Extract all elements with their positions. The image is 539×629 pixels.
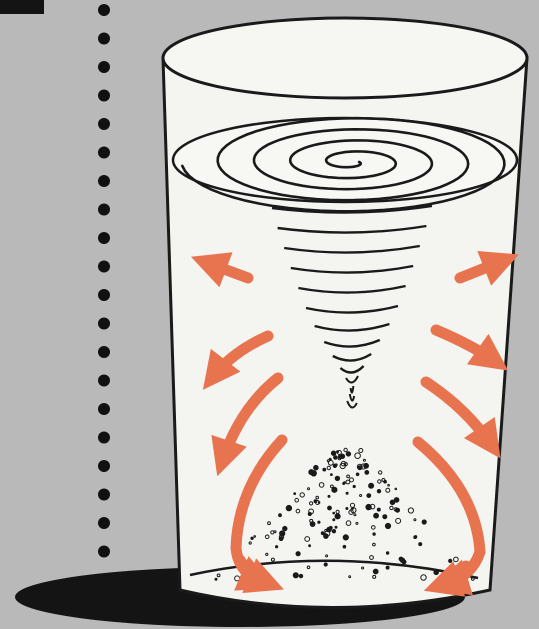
sediment-particle: [434, 570, 439, 575]
sediment-particle: [373, 533, 375, 535]
dot: [98, 61, 110, 73]
sediment-particle: [286, 505, 291, 510]
sediment-particle: [449, 559, 452, 562]
dot: [98, 261, 110, 273]
dot: [98, 432, 110, 444]
sediment-particle: [419, 543, 422, 546]
sediment-particle: [314, 465, 319, 470]
sediment-particle: [296, 552, 300, 556]
sediment-particle: [422, 520, 426, 524]
sediment-particle: [276, 546, 278, 548]
sediment-particle: [251, 537, 253, 539]
dot: [98, 289, 110, 301]
sediment-particle: [386, 552, 388, 554]
sediment-particle: [323, 468, 326, 471]
sediment-particle: [333, 512, 335, 514]
dot: [98, 546, 110, 558]
dot: [98, 489, 110, 501]
sediment-particle: [358, 466, 362, 470]
sediment-particle: [353, 485, 355, 487]
dot: [98, 33, 110, 45]
sediment-particle: [343, 545, 346, 548]
sediment-particle: [369, 483, 374, 488]
sediment-particle: [328, 495, 330, 497]
sediment-particle: [332, 530, 335, 533]
sediment-particle: [309, 470, 314, 475]
sediment-particle: [335, 526, 337, 528]
dot: [98, 147, 110, 159]
sediment-particle: [280, 531, 285, 536]
sediment-particle: [452, 566, 455, 569]
sediment-particle: [331, 451, 335, 455]
sediment-particle: [400, 558, 404, 562]
sediment-particle: [294, 493, 296, 495]
sediment-particle: [377, 508, 380, 511]
sediment-particle: [338, 455, 341, 458]
sediment-particle: [318, 521, 320, 523]
dot: [98, 375, 110, 387]
sediment-particle: [364, 463, 369, 468]
sediment-particle: [321, 532, 324, 535]
glass-rim: [163, 18, 527, 98]
sediment-particle: [332, 487, 337, 492]
sediment-particle: [335, 514, 340, 519]
dot: [98, 318, 110, 330]
sediment-particle: [356, 473, 359, 476]
sediment-particle: [385, 523, 390, 528]
sediment-particle: [293, 573, 298, 578]
dot: [98, 517, 110, 529]
dot: [98, 460, 110, 472]
dot: [98, 118, 110, 130]
sediment-particle: [309, 545, 311, 547]
sediment-particle: [324, 563, 327, 566]
sediment-particle: [335, 476, 339, 480]
sediment-particle: [279, 514, 282, 517]
dot: [98, 232, 110, 244]
sediment-particle: [334, 456, 338, 460]
sediment-particle: [299, 574, 302, 577]
dot: [98, 346, 110, 358]
corner-mark: [0, 0, 44, 14]
sediment-particle: [352, 508, 354, 510]
sediment-particle: [373, 569, 378, 574]
sediment-particle: [346, 452, 350, 456]
sediment-particle: [310, 522, 315, 527]
sediment-particle: [386, 566, 389, 569]
dot: [98, 204, 110, 216]
sediment-particle: [331, 474, 333, 476]
sediment-particle: [390, 500, 395, 505]
sediment-particle: [283, 526, 287, 530]
sediment-particle: [333, 519, 335, 521]
dot: [98, 175, 110, 187]
sediment-particle: [377, 490, 380, 493]
sediment-particle: [365, 471, 369, 475]
sediment-particle: [333, 464, 336, 467]
sediment-particle: [328, 506, 332, 510]
dot: [98, 90, 110, 102]
sediment-particle: [374, 513, 379, 518]
sediment-particle: [346, 508, 348, 510]
sediment-particle: [343, 535, 348, 540]
sediment-particle: [215, 578, 217, 580]
dot: [98, 403, 110, 415]
sediment-particle: [346, 492, 348, 494]
sediment-particle: [383, 515, 387, 519]
sediment-particle: [367, 494, 371, 498]
dot: [98, 4, 110, 16]
